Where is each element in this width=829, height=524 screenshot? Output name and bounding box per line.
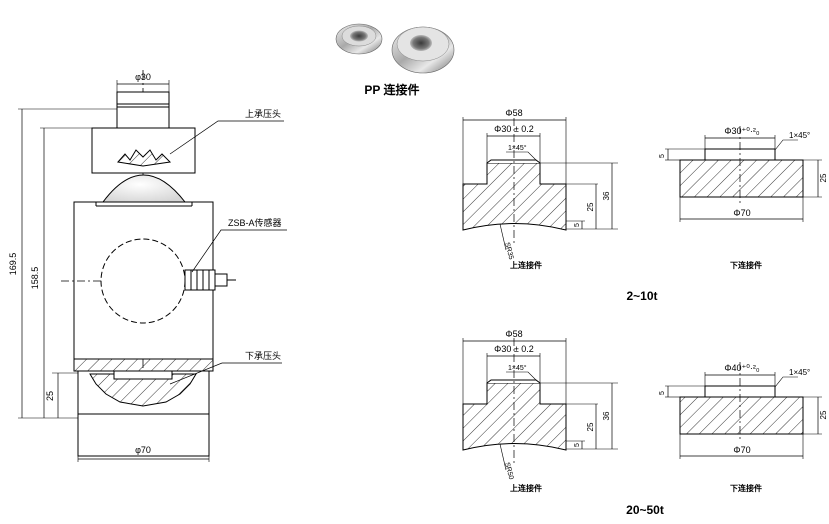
cable-connector [184,269,236,291]
r1-upper-sphere: SR35 [503,242,514,261]
label-lower-head: 下承压头 [245,351,281,361]
top-cap [116,91,170,129]
r2-upper-h1: 36 [602,411,611,420]
dim-top-dia: φ30 [135,72,151,82]
dim-height-body: 158.5 [30,267,40,290]
product-photo: PP 连接件 [335,23,455,97]
leader-lower [169,362,282,385]
connector-photo-large [391,26,455,74]
r2-lower-depth: 5 [659,391,666,395]
r1-lower-outer-dia: Φ70 [733,208,750,218]
range2-lower-connector [665,362,822,459]
leader-upper [169,120,284,155]
range2-title: 20~50t [626,503,664,517]
r1-upper-caption: 上连接件 [510,260,542,270]
sensor-assembly [18,70,287,462]
r2-lower-bore-dia: Φ40⁺⁰·²₀ [724,363,760,373]
r1-lower-bore-dia: Φ30⁺⁰·²₀ [724,126,760,136]
photo-caption: PP 连接件 [364,82,419,97]
bottom-plate [77,413,210,457]
dim-bottom-dia: φ70 [135,445,151,455]
r1-lower-chamfer: 1×45° [789,131,810,140]
r2-upper-bore-dia: Φ30 ± 0.2 [494,344,534,354]
range1-lower-connector [665,126,822,222]
connector-photo-small [335,23,383,55]
r2-lower-height: 25 [819,410,828,419]
base-ring [73,358,214,372]
r1-lower-height: 25 [819,173,828,182]
dim-height-base: 25 [45,391,55,401]
range1-title: 2~10t [626,289,657,303]
range1-upper-connector [462,117,618,251]
sensor-dial [100,238,186,324]
r2-lower-caption: 下连接件 [730,483,762,493]
r1-upper-h2: 25 [586,202,595,211]
r1-upper-bore-dia: Φ30 ± 0.2 [494,124,534,134]
dim-height-total: 169.5 [8,253,18,276]
r2-upper-h3: 5 [574,443,581,447]
r2-lower-outer-dia: Φ70 [733,445,750,455]
r1-upper-outer-dia: Φ58 [505,108,522,118]
label-sensor: ZSB-A传感器 [228,217,282,228]
r2-upper-sphere: SR50 [503,462,514,481]
r1-lower-caption: 下连接件 [730,260,762,270]
r1-lower-depth: 5 [659,154,666,158]
r2-upper-chamfer: 1×45° [508,364,527,372]
leader-sensor [191,229,287,273]
r1-upper-chamfer: 1×45° [508,144,527,152]
r2-upper-outer-dia: Φ58 [505,329,522,339]
label-upper-head: 上承压头 [245,109,281,119]
r1-upper-h3: 5 [574,223,581,227]
load-ball [102,174,187,203]
r1-upper-h1: 36 [602,191,611,200]
r2-upper-h2: 25 [586,422,595,431]
range2-upper-connector [462,338,618,471]
r2-upper-caption: 上连接件 [510,483,542,493]
r2-lower-chamfer: 1×45° [789,368,810,377]
